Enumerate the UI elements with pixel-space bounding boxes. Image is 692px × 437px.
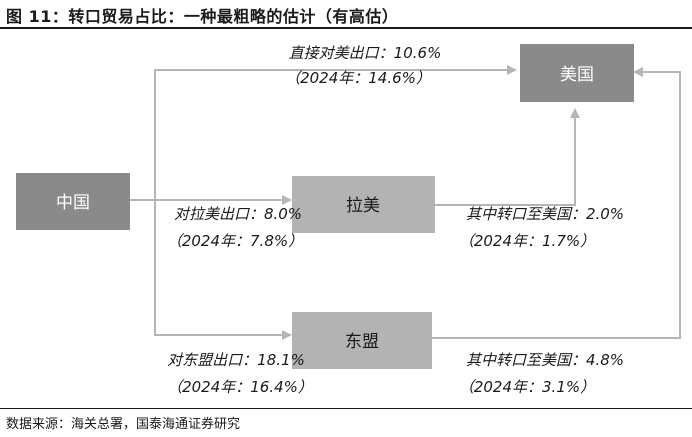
node-china-label: 中国: [56, 193, 90, 213]
node-usa-label: 美国: [560, 65, 594, 85]
label-latam-transit-2024: （2024年：1.7%）: [459, 232, 595, 250]
edge-china-usa: [130, 69, 180, 201]
node-asean: 东盟: [292, 312, 432, 369]
label-asean-transit-share: 其中转口至美国：4.8%: [466, 351, 624, 369]
node-asean-label: 东盟: [345, 332, 379, 352]
edge-asean-usa: [432, 67, 681, 339]
label-asean-2024: （2024年：16.4%）: [167, 378, 313, 396]
label-latam-2024: （2024年：7.8%）: [167, 232, 303, 250]
label-asean-transit-2024: （2024年：3.1%）: [459, 378, 595, 396]
node-usa: 美国: [520, 44, 634, 102]
label-direct-2024: （2024年：14.6%）: [285, 69, 431, 87]
label-direct-share: 直接对美出口：10.6%: [289, 44, 442, 62]
edge-china-asean: [154, 200, 292, 340]
label-asean-share: 对东盟出口：18.1%: [167, 351, 305, 369]
edge-latam-usa: [435, 108, 580, 206]
node-china: 中国: [16, 173, 130, 230]
figure-title: 图 11：转口贸易占比：一种最粗略的估计（有高估）: [6, 7, 399, 26]
source-rule: [0, 408, 692, 409]
label-latam-transit-share: 其中转口至美国：2.0%: [466, 205, 624, 223]
node-latam: 拉美: [292, 176, 435, 233]
node-latam-label: 拉美: [346, 196, 380, 216]
source-note: 数据来源：海关总署，国泰海通证券研究: [6, 417, 241, 432]
label-latam-share: 对拉美出口：8.0%: [174, 205, 302, 223]
title-rule: [0, 27, 692, 29]
edges: [130, 65, 681, 340]
